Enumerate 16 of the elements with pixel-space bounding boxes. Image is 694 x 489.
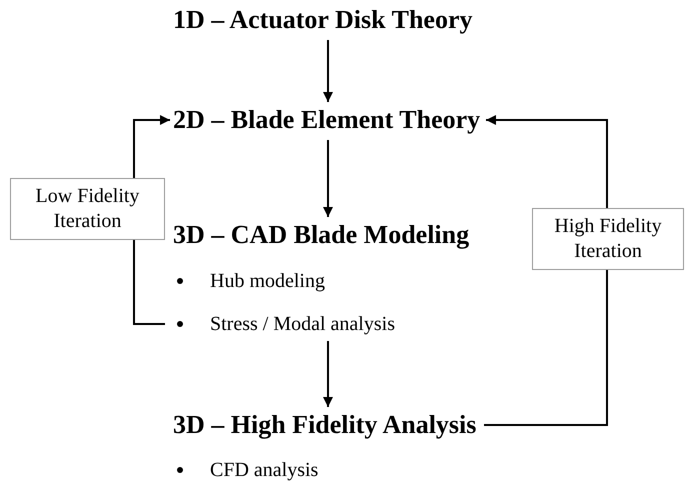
arrow (323, 140, 333, 217)
bullet-item: Hub modeling (177, 269, 325, 293)
heading-text: 3D – CAD Blade Modeling (173, 220, 470, 250)
heading-text: 2D – Blade Element Theory (173, 105, 480, 135)
arrow (133, 115, 170, 178)
arrow (323, 341, 333, 407)
connector-line (484, 270, 608, 426)
heading-text: 1D – Actuator Disk Theory (173, 5, 472, 35)
heading-text: 3D – High Fidelity Analysis (173, 410, 476, 440)
arrow (486, 115, 608, 208)
bullet-item: Stress / Modal analysis (177, 312, 395, 336)
label-box: High Fidelity Iteration (532, 208, 684, 270)
connector-line (133, 240, 165, 325)
bullet-item: CFD analysis (177, 458, 318, 482)
arrow (323, 40, 333, 102)
label-box: Low Fidelity Iteration (10, 178, 165, 240)
